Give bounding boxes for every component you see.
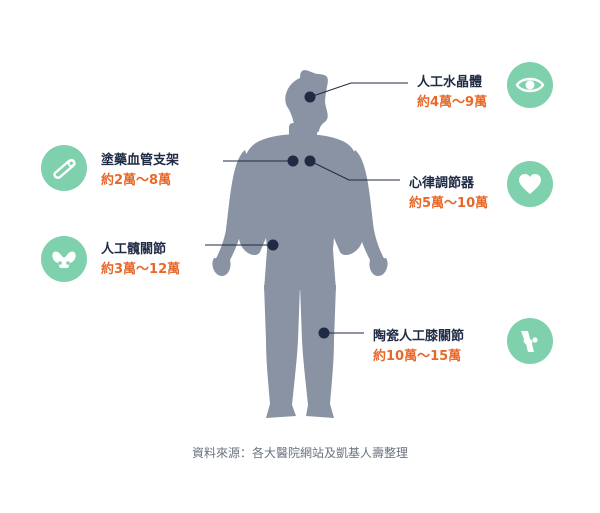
connector-line-pacemaker	[309, 160, 400, 181]
item-price: 約4萬～9萬	[417, 95, 488, 110]
knee-icon	[507, 318, 553, 364]
pelvis-icon	[41, 236, 87, 282]
label-intraocular-lens: 人工水晶體 約4萬～9萬	[417, 73, 487, 113]
heart-icon	[507, 161, 553, 207]
item-name: 心律調節器	[409, 176, 475, 191]
eye-icon	[507, 62, 553, 108]
label-ceramic-knee-joint: 陶瓷人工膝關節 約10萬～15萬	[373, 327, 464, 367]
body-silhouette	[212, 70, 388, 418]
item-price: 約5萬～10萬	[409, 196, 489, 211]
stent-icon	[41, 145, 87, 191]
marker-dot-eye	[304, 91, 316, 103]
item-name: 人工水晶體	[417, 75, 483, 90]
marker-dot-pacemaker	[304, 155, 316, 167]
label-artificial-hip-joint: 人工髖關節 約3萬～12萬	[101, 240, 180, 280]
marker-dot-stent	[287, 155, 299, 167]
label-drug-eluting-stent: 塗藥血管支架 約2萬～8萬	[101, 151, 179, 191]
marker-dot-knee	[318, 327, 330, 339]
item-price: 約3萬～12萬	[101, 262, 181, 277]
item-name: 人工髖關節	[101, 242, 167, 257]
item-name: 塗藥血管支架	[101, 153, 180, 168]
item-name: 陶瓷人工膝關節	[373, 329, 465, 344]
item-price: 約10萬～15萬	[373, 349, 462, 364]
label-pacemaker: 心律調節器 約5萬～10萬	[409, 174, 488, 214]
connector-line-eye	[309, 82, 408, 98]
source-note: 資料來源：各大醫院網站及凱基人壽整理	[191, 446, 408, 460]
item-price: 約2萬～8萬	[101, 173, 172, 188]
marker-dot-hip	[267, 239, 279, 251]
